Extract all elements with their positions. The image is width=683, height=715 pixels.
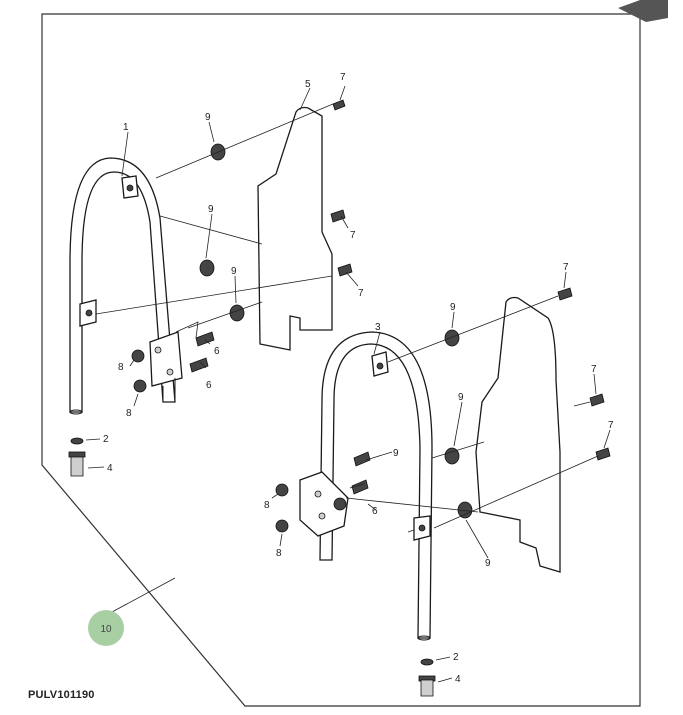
callout-6: 6 [372,506,378,517]
hardware-right [275,287,611,697]
callout-8: 8 [264,500,270,511]
callout-6: 6 [214,346,220,357]
badge-leader [111,577,176,613]
callout-3: 3 [375,322,381,333]
arrow-corner-icon[interactable] [618,0,668,22]
callout-4: 4 [107,463,113,474]
callout-6: 6 [206,380,212,391]
callout-2: 2 [453,652,459,663]
callout-8: 8 [126,408,132,419]
callout-7: 7 [608,420,614,431]
panel-part-5 [257,106,333,351]
callout-2: 2 [103,434,109,445]
leaders-right [271,271,611,683]
panel-part-right [475,296,561,573]
reference-badge-label: 10 [100,624,112,635]
callout-7: 7 [358,288,364,299]
handle-part-3 [299,331,433,641]
figure-id-label: PULV101190 [28,689,95,701]
callout-9: 9 [208,204,214,215]
callout-8: 8 [118,362,124,373]
callout-9: 9 [393,448,399,459]
callout-7: 7 [350,230,356,241]
reference-badge [88,610,124,646]
callout-7: 7 [340,72,346,83]
handle-part-1 [69,157,183,415]
callout-7: 7 [563,262,569,273]
hardware-left [68,99,353,477]
callout-9: 9 [450,302,456,313]
callout-5: 5 [305,79,311,90]
leaders-left [85,85,359,469]
callout-8: 8 [276,548,282,559]
callout-7: 7 [591,364,597,375]
callout-1: 1 [123,122,129,133]
callout-9: 9 [458,392,464,403]
callout-4: 4 [455,674,461,685]
callout-9: 9 [485,558,491,569]
callout-9: 9 [205,112,211,123]
callout-labels: 1 5 7 9 9 9 7 7 6 6 8 8 2 4 3 9 7 9 7 7 … [103,72,614,685]
callout-9: 9 [231,266,237,277]
